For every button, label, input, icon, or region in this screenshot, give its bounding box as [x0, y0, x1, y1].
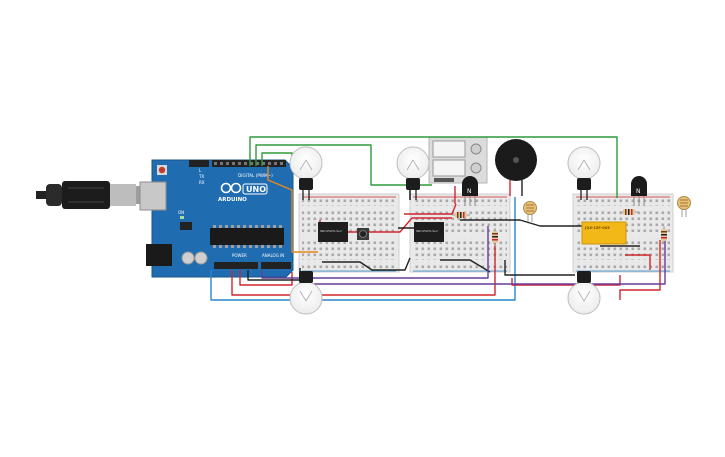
bulb-1-icon[interactable] [289, 146, 323, 200]
piezo-buzzer-icon[interactable] [495, 139, 537, 196]
dual-switch-module[interactable] [428, 136, 488, 184]
photoresistor-1-icon[interactable] [523, 201, 537, 223]
bulb-5-icon[interactable] [567, 271, 601, 315]
transistor-1-icon[interactable]: N [462, 176, 478, 206]
relay-2-label: SRD-05VDC-SL-C [416, 229, 438, 233]
bulb-4-icon[interactable] [289, 271, 323, 315]
power-label: POWER [232, 253, 247, 258]
arduino-uno-board[interactable]: TX RX L DIGITAL (PWM~) ARDUINO UNO ON [139, 159, 294, 278]
transistor-1-label: N [467, 188, 472, 195]
resistor-2-icon[interactable] [492, 228, 498, 246]
breadboard-2[interactable] [409, 193, 511, 273]
relay-2[interactable]: SRD-05VDC-SL-C [414, 222, 444, 242]
bulb-2-icon[interactable] [396, 146, 430, 200]
relay-3-label: JQX-15F-005 [584, 226, 610, 230]
usb-jack [139, 181, 167, 211]
pushbutton-icon[interactable] [357, 228, 369, 240]
power-header [214, 262, 258, 269]
atmega-chip [210, 228, 284, 245]
relay-1-label: SRD-05VDC-SL-C [320, 229, 342, 233]
analog-label: ANALOG IN [262, 253, 284, 258]
bulb-3-icon[interactable] [567, 146, 601, 200]
model-label: UNO [246, 185, 266, 194]
transistor-2-label: N [636, 188, 641, 195]
power-jack [146, 244, 172, 266]
relay-1[interactable]: SRD-05VDC-SL-C [318, 222, 348, 242]
resistor-3-icon[interactable] [620, 209, 638, 215]
rx-label: RX [199, 180, 205, 185]
transistor-2-icon[interactable]: N [631, 176, 647, 206]
photoresistor-2-icon[interactable] [677, 196, 691, 218]
digital-label: DIGITAL (PWM~) [238, 173, 273, 178]
analog-header [261, 262, 291, 269]
digital-header [212, 160, 286, 167]
tx-label: TX [198, 174, 204, 179]
resistor-1-icon[interactable] [452, 212, 470, 218]
relay-3[interactable]: JQX-15F-005 [581, 221, 627, 245]
breadboard-1[interactable] [298, 193, 400, 273]
wires[interactable] [210, 136, 666, 301]
brand-label: ARDUINO [218, 197, 247, 203]
usb-cable[interactable] [36, 181, 154, 209]
l-label: L [199, 168, 202, 173]
on-label: ON [178, 210, 184, 215]
arduino-logo-icon [220, 182, 242, 194]
resistor-4-icon[interactable] [661, 226, 667, 244]
